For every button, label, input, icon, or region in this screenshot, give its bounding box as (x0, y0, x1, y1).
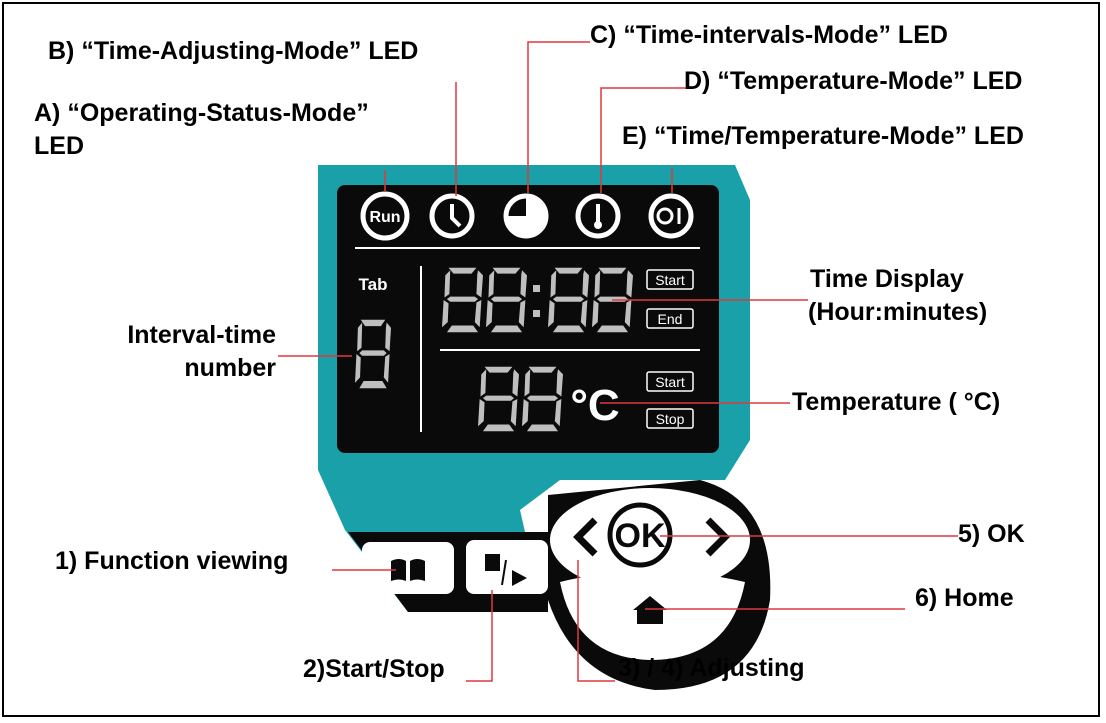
time-digits (442, 267, 633, 333)
clock-icon (429, 193, 475, 239)
ok-button-label: OK (615, 517, 666, 555)
run-label: Run (369, 209, 400, 226)
led-icons (360, 191, 694, 241)
label-start-stop: 2)Start/Stop (303, 655, 445, 683)
label-hour-minutes: (Hour:minutes) (808, 298, 988, 326)
label-d-temperature-mode: D) “Temperature-Mode” LED (684, 67, 1023, 95)
status-boxes (646, 269, 694, 429)
tab-label: Tab (359, 275, 388, 294)
stop-play-icon (485, 554, 527, 586)
thermometer-icon (575, 193, 621, 239)
function-viewing-button[interactable] (362, 542, 454, 594)
ok-button[interactable] (607, 502, 673, 568)
clock-thermometer-icon (648, 193, 694, 239)
lcd-screen (337, 185, 719, 453)
label-home: 6) Home (915, 584, 1014, 612)
label-interval-time: Interval-time (127, 321, 276, 349)
stop-box-label: Stop (656, 411, 685, 427)
label-c-time-intervals: C) “Time-intervals-Mode” LED (590, 21, 948, 49)
label-adjusting: 3) / 4) Adjusting (618, 654, 805, 682)
book-icon (391, 559, 425, 581)
degree-celsius-label: °C (570, 381, 619, 430)
chevron-right-icon[interactable] (705, 517, 730, 557)
label-a-led: LED (34, 132, 84, 160)
start-stop-button[interactable] (466, 540, 548, 594)
label-a-operating-status: A) “Operating-Status-Mode” (34, 99, 369, 127)
start-box-label-2: Start (655, 374, 685, 390)
chevron-left-icon[interactable] (573, 517, 598, 557)
label-b-time-adjusting: B) “Time-Adjusting-Mode” LED (48, 37, 419, 65)
label-e-time-temperature: E) “Time/Temperature-Mode” LED (622, 122, 1024, 150)
run-icon (360, 191, 410, 241)
label-function-viewing: 1) Function viewing (55, 547, 289, 575)
home-icon[interactable] (633, 596, 667, 624)
label-ok: 5) OK (958, 520, 1025, 548)
start-box-label: Start (655, 272, 685, 288)
leader-lines (278, 41, 958, 682)
label-time-display: Time Display (810, 265, 964, 293)
end-box-label: End (658, 311, 683, 327)
label-temperature: Temperature ( °C) (792, 388, 1001, 416)
label-interval-number: number (184, 354, 276, 382)
